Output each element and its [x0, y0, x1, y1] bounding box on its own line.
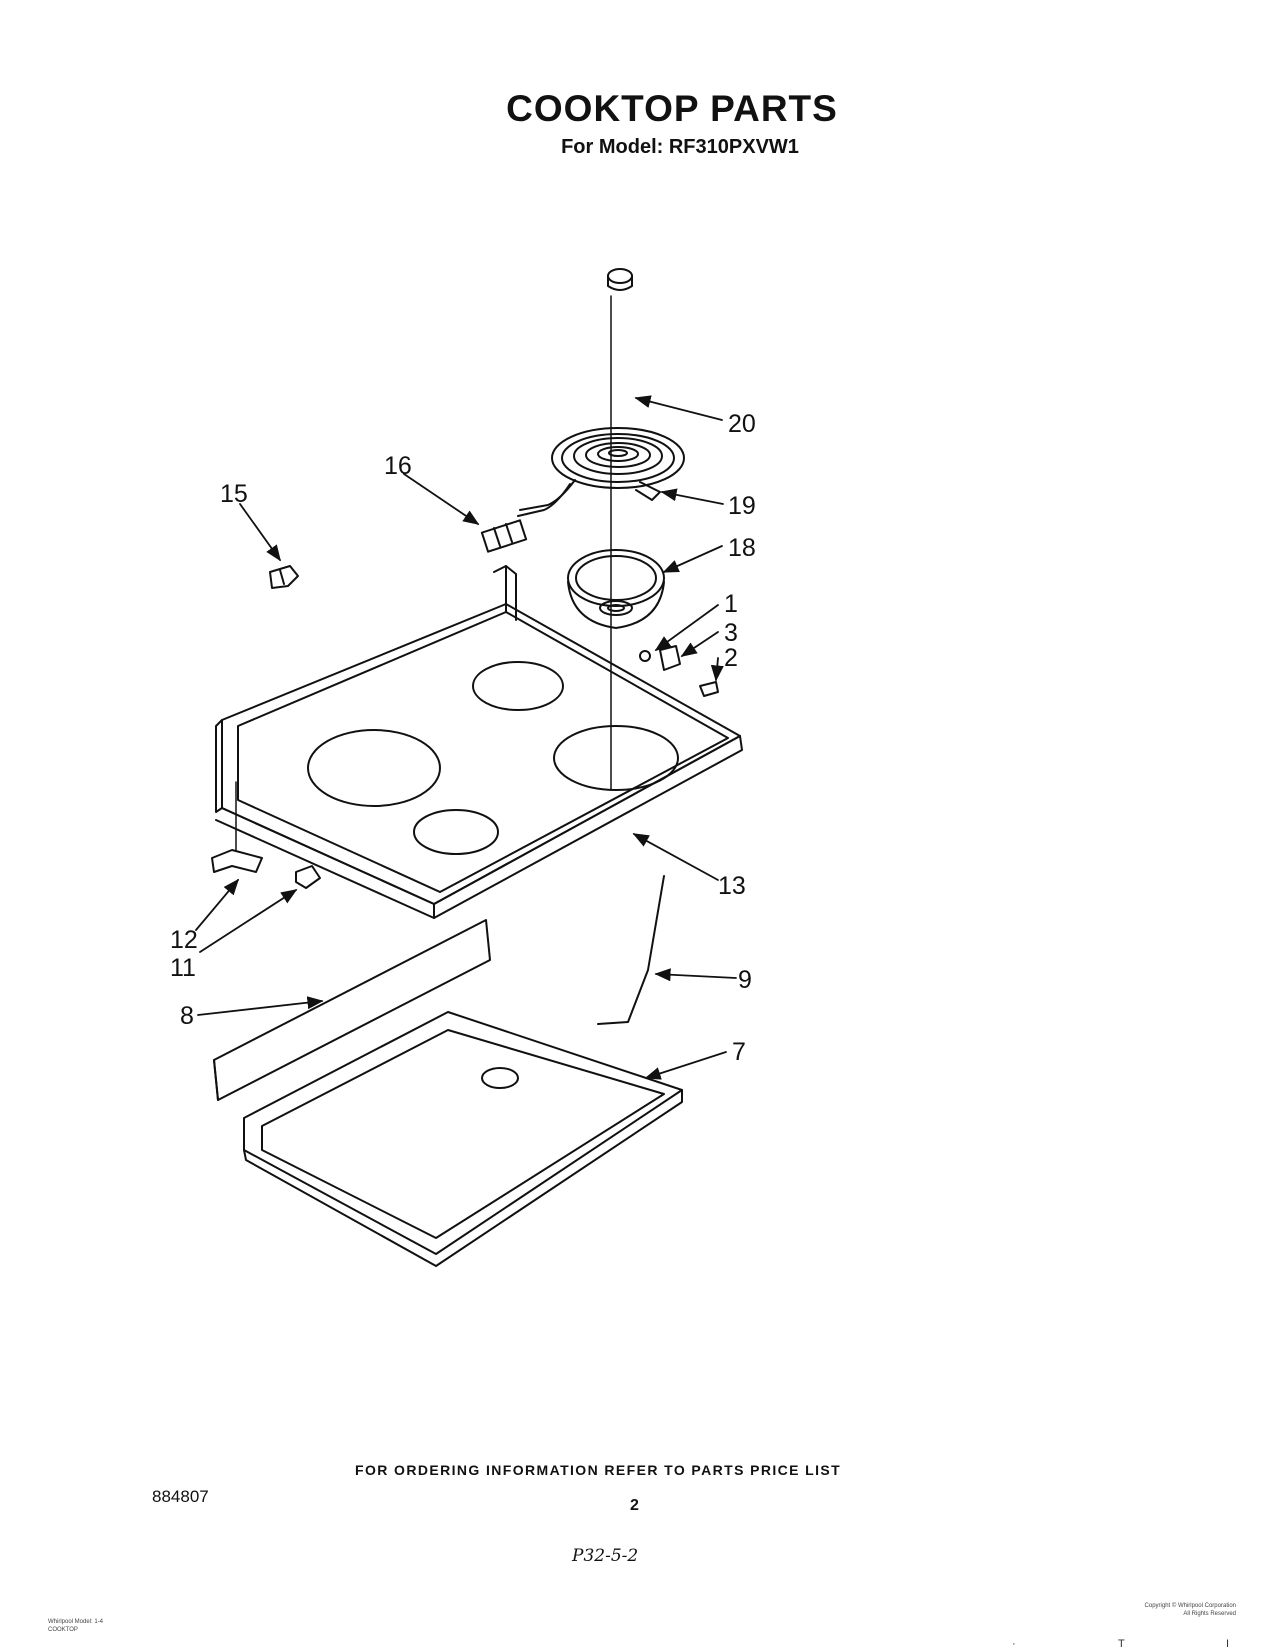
callout-13: 13	[718, 872, 746, 900]
leader-lines	[195, 395, 737, 1080]
front-rail-part	[213, 919, 491, 1101]
callout-11: 11	[170, 954, 196, 982]
document-number: 884807	[152, 1487, 209, 1506]
fine-print-right: Copyright © Whirlpool Corporation All Ri…	[1144, 1603, 1236, 1617]
callout-7: 7	[732, 1038, 746, 1066]
ordering-info-note: FOR ORDERING INFORMATION REFER TO PARTS …	[355, 1462, 842, 1478]
support-rod-part	[597, 875, 665, 1025]
scan-mark-mid: T	[1118, 1638, 1125, 1650]
callout-15: 15	[220, 480, 248, 508]
terminal-block-part	[480, 519, 528, 553]
callout-2: 2	[724, 644, 738, 672]
callout-1: 1	[724, 590, 738, 618]
drip-bowl-part	[567, 549, 665, 629]
callout-9: 9	[738, 966, 752, 994]
callout-18: 18	[728, 534, 756, 562]
surface-unit-cap-part	[607, 268, 633, 291]
burner-box-part	[243, 1011, 683, 1267]
callout-16: 16	[384, 452, 412, 480]
cooktop-part	[215, 565, 743, 919]
callout-8: 8	[180, 1002, 194, 1030]
fine-print-left: Whirlpool Model: 1-4 COOKTOP	[48, 1619, 104, 1633]
handwritten-note: P32-5-2	[572, 1546, 639, 1566]
page-number: 2	[630, 1497, 639, 1514]
page-title: COOKTOP PARTS	[506, 88, 838, 129]
callout-3: 3	[724, 619, 738, 647]
model-subtitle: For Model: RF310PXVW1	[561, 136, 799, 158]
callout-12: 12	[170, 926, 198, 954]
scan-mark-right: I	[1226, 1638, 1230, 1650]
small-bracket-parts	[211, 781, 321, 889]
hardware-parts	[639, 645, 719, 697]
callout-labels: 20 16 19 15 18 1 3 2 13 12 11 9 8 7	[170, 410, 756, 1066]
scan-mark-left: ·	[1012, 1638, 1016, 1650]
callout-19: 19	[728, 492, 756, 520]
clip-part	[269, 565, 299, 589]
surface-element-part	[517, 427, 685, 517]
callout-20: 20	[728, 410, 756, 438]
